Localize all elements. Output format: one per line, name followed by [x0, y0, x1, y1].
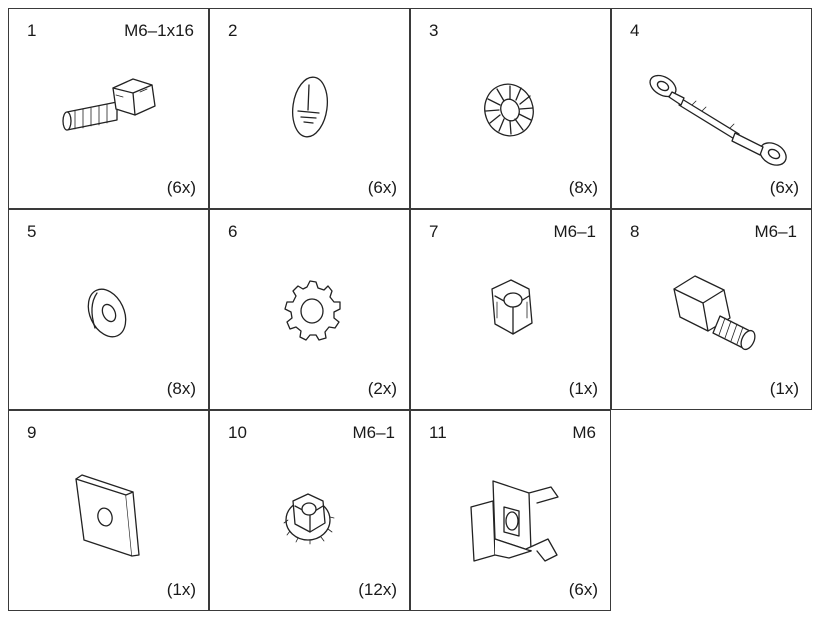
part-quantity: (1x) — [166, 580, 196, 599]
hex-bolt-icon — [9, 9, 210, 210]
part-number: 11 — [429, 423, 447, 442]
part-number: 10 — [228, 423, 247, 442]
part-cell-1: 1 M6–1x16 (6x) — [8, 8, 209, 209]
part-spec: M6 — [572, 423, 596, 442]
serrated-lock-washer-icon — [411, 9, 612, 210]
hex-nut-icon — [411, 210, 612, 411]
part-cell-2: 2 (6x) — [209, 8, 410, 209]
part-quantity: (6x) — [166, 178, 196, 197]
part-quantity: (8x) — [166, 379, 196, 398]
part-cell-7: 7 M6–1 (1x) — [410, 209, 611, 410]
part-spec: M6–1 — [553, 222, 596, 241]
part-quantity: (12x) — [358, 580, 397, 599]
part-number: 7 — [429, 222, 439, 241]
ground-strap-icon — [612, 9, 813, 210]
part-cell-6: 6 (2x) — [209, 209, 410, 410]
part-number: 3 — [429, 21, 439, 40]
part-quantity: (1x) — [568, 379, 598, 398]
part-quantity: (6x) — [568, 580, 598, 599]
part-number: 6 — [228, 222, 238, 241]
part-quantity: (8x) — [568, 178, 598, 197]
part-number: 1 — [27, 21, 37, 40]
kep-nut-icon — [210, 411, 411, 612]
part-quantity: (6x) — [367, 178, 397, 197]
part-cell-5: 5 (8x) — [8, 209, 209, 410]
flat-washer-icon — [9, 210, 210, 411]
toothed-lock-washer-icon — [210, 210, 411, 411]
part-number: 4 — [630, 21, 640, 40]
ground-label-icon — [210, 9, 411, 210]
part-spec: M6–1x16 — [124, 21, 194, 40]
part-number: 8 — [630, 222, 640, 241]
part-cell-8: 8 M6–1 (1x) — [611, 209, 812, 410]
part-cell-9: 9 (1x) — [8, 410, 209, 611]
parts-table: 1 M6–1x16 (6x) 2 (6x) 3 — [8, 8, 812, 612]
part-spec: M6–1 — [754, 222, 797, 241]
part-quantity: (2x) — [367, 379, 397, 398]
hex-standoff-icon — [612, 210, 813, 411]
part-number: 9 — [27, 423, 37, 442]
part-quantity: (6x) — [769, 178, 799, 197]
part-number: 2 — [228, 21, 238, 40]
part-cell-4: 4 (6x) — [611, 8, 812, 209]
part-cell-10: 10 M6–1 (12x) — [209, 410, 410, 611]
part-quantity: (1x) — [769, 379, 799, 398]
part-spec: M6–1 — [352, 423, 395, 442]
part-cell-3: 3 (8x) — [410, 8, 611, 209]
part-cell-11: 11 M6 (6x) — [410, 410, 611, 611]
part-number: 5 — [27, 222, 37, 241]
u-clip-icon — [9, 411, 210, 612]
cage-nut-icon — [411, 411, 612, 612]
